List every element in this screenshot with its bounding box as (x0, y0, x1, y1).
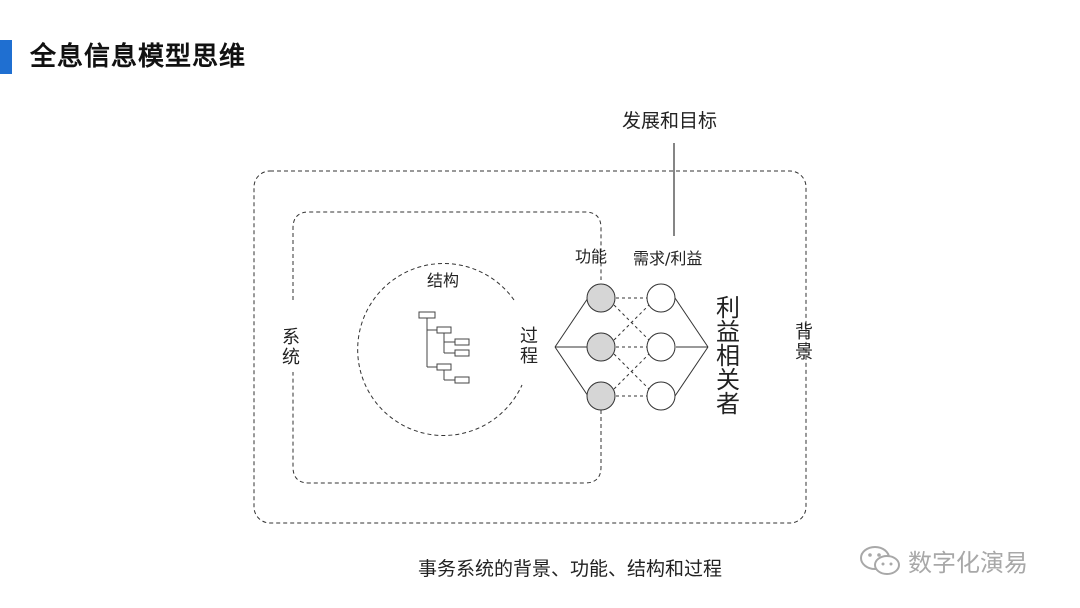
structure-label: 结构 (427, 271, 460, 290)
system-boundary (292, 211, 602, 484)
tree-diagram-icon (418, 311, 470, 384)
function-node (586, 283, 616, 313)
function-needs-links (613, 297, 650, 397)
needs-label: 需求/利益 (633, 249, 703, 268)
function-node (586, 381, 616, 411)
structure-boundary (357, 263, 523, 436)
diagram-caption: 事务系统的背景、功能、结构和过程 (417, 558, 722, 580)
goals-label: 发展和目标 (622, 110, 718, 132)
page-title: 全息信息模型思维 (30, 42, 247, 72)
needs-node (646, 332, 676, 362)
stakeholders-label: 利益相关者 (716, 294, 740, 418)
function-label: 功能 (575, 247, 608, 266)
function-node (586, 332, 616, 362)
background-label: 背景 (795, 322, 813, 363)
watermark-text: 数字化演易 (908, 549, 1028, 577)
needs-node (646, 283, 676, 313)
system-label: 系统 (282, 327, 300, 368)
stakeholder-links (674, 297, 709, 397)
wechat-icon (860, 545, 900, 575)
needs-node (646, 381, 676, 411)
watermark: 数字化演易 (858, 543, 1028, 578)
process-links (554, 297, 589, 397)
background-boundary (253, 170, 807, 524)
title-accent-bar (0, 40, 12, 74)
process-label: 过程 (520, 326, 538, 367)
